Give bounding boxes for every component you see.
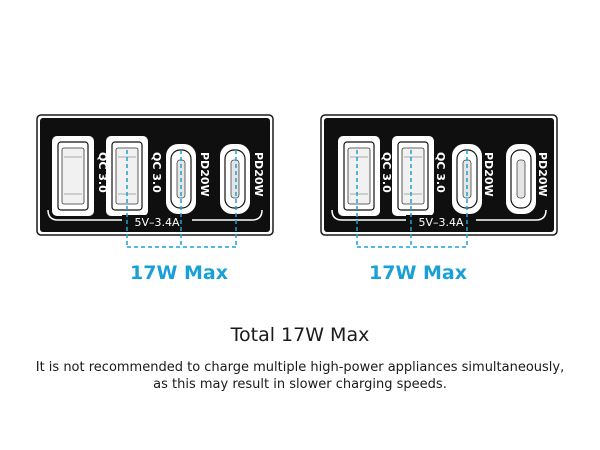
output-label: 5V–3.4A (418, 216, 464, 229)
shared-output-connector (126, 150, 237, 248)
shared-output-connector (356, 150, 468, 248)
usb-a-port (338, 136, 380, 216)
usb-a-port (106, 136, 148, 216)
usb-c-port (220, 144, 250, 214)
max-power-label: 17W Max (130, 262, 228, 284)
total-power-title: Total 17W Max (230, 324, 370, 346)
port-label: PD20W (482, 152, 495, 197)
output-label: 5V–3.4A (134, 216, 180, 229)
port-label: QC 3.0 (96, 152, 109, 193)
charging-note: as this may result in slower charging sp… (153, 377, 447, 392)
usb-c-port (506, 144, 536, 214)
usb-a-port (52, 136, 94, 216)
port-label: PD20W (252, 152, 265, 197)
usb-a-port (392, 136, 434, 216)
port-label: PD20W (536, 152, 549, 197)
port-label: QC 3.0 (434, 152, 447, 193)
charging-note: It is not recommended to charge multiple… (35, 360, 565, 375)
charger-panel-left: QC 3.0 QC 3.0 PD20W PD20W 5V–3.4A (36, 114, 274, 248)
charger-panel-right: QC 3.0 QC 3.0 PD20W PD20W 5V–3.4A (320, 114, 558, 248)
max-power-label: 17W Max (369, 262, 467, 284)
port-label: QC 3.0 (380, 152, 393, 193)
port-label: PD20W (198, 152, 211, 197)
port-label: QC 3.0 (150, 152, 163, 193)
